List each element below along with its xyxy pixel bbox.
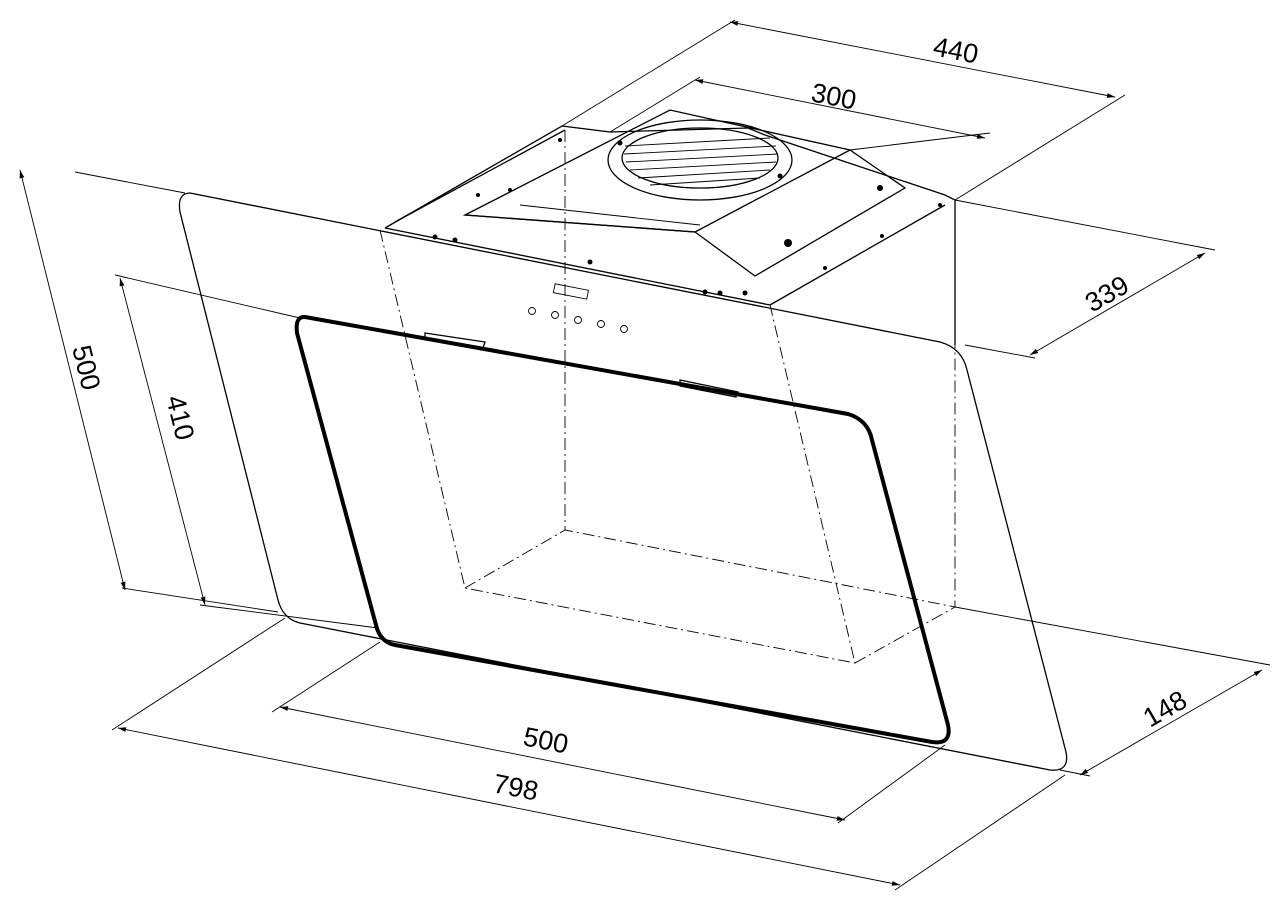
control-panel [528,283,628,333]
dimension-label: 300 [809,77,859,115]
top-housing [384,109,956,345]
control-button [551,311,559,319]
dimension-798: 798 [111,617,1066,891]
dimension-label: 500 [66,342,106,393]
dimension-label: 148 [1138,685,1192,734]
dimension-label: 798 [491,768,541,806]
dimension-label: 500 [521,721,571,759]
dimension-label: 339 [1080,270,1134,319]
control-button [597,320,605,328]
dimension-148: 148 [954,606,1271,777]
dimension-440: 440 [561,19,1126,201]
inner-glass-panel [294,314,951,745]
dimension-label: 410 [160,392,200,443]
panel-clips [424,332,739,398]
hidden-body-outline [379,130,956,664]
dimension-label: 440 [931,31,981,69]
outer-glass-panel [178,192,1068,771]
control-button [574,316,582,324]
display-window [552,283,589,300]
control-button [620,325,628,333]
dimension-300: 300 [609,76,991,151]
dimension-339: 339 [954,199,1216,359]
control-button [528,307,536,315]
dimension-410: 410 [114,274,379,629]
outlet-grill [623,137,779,186]
dimension-500-width: 500 [271,641,946,824]
